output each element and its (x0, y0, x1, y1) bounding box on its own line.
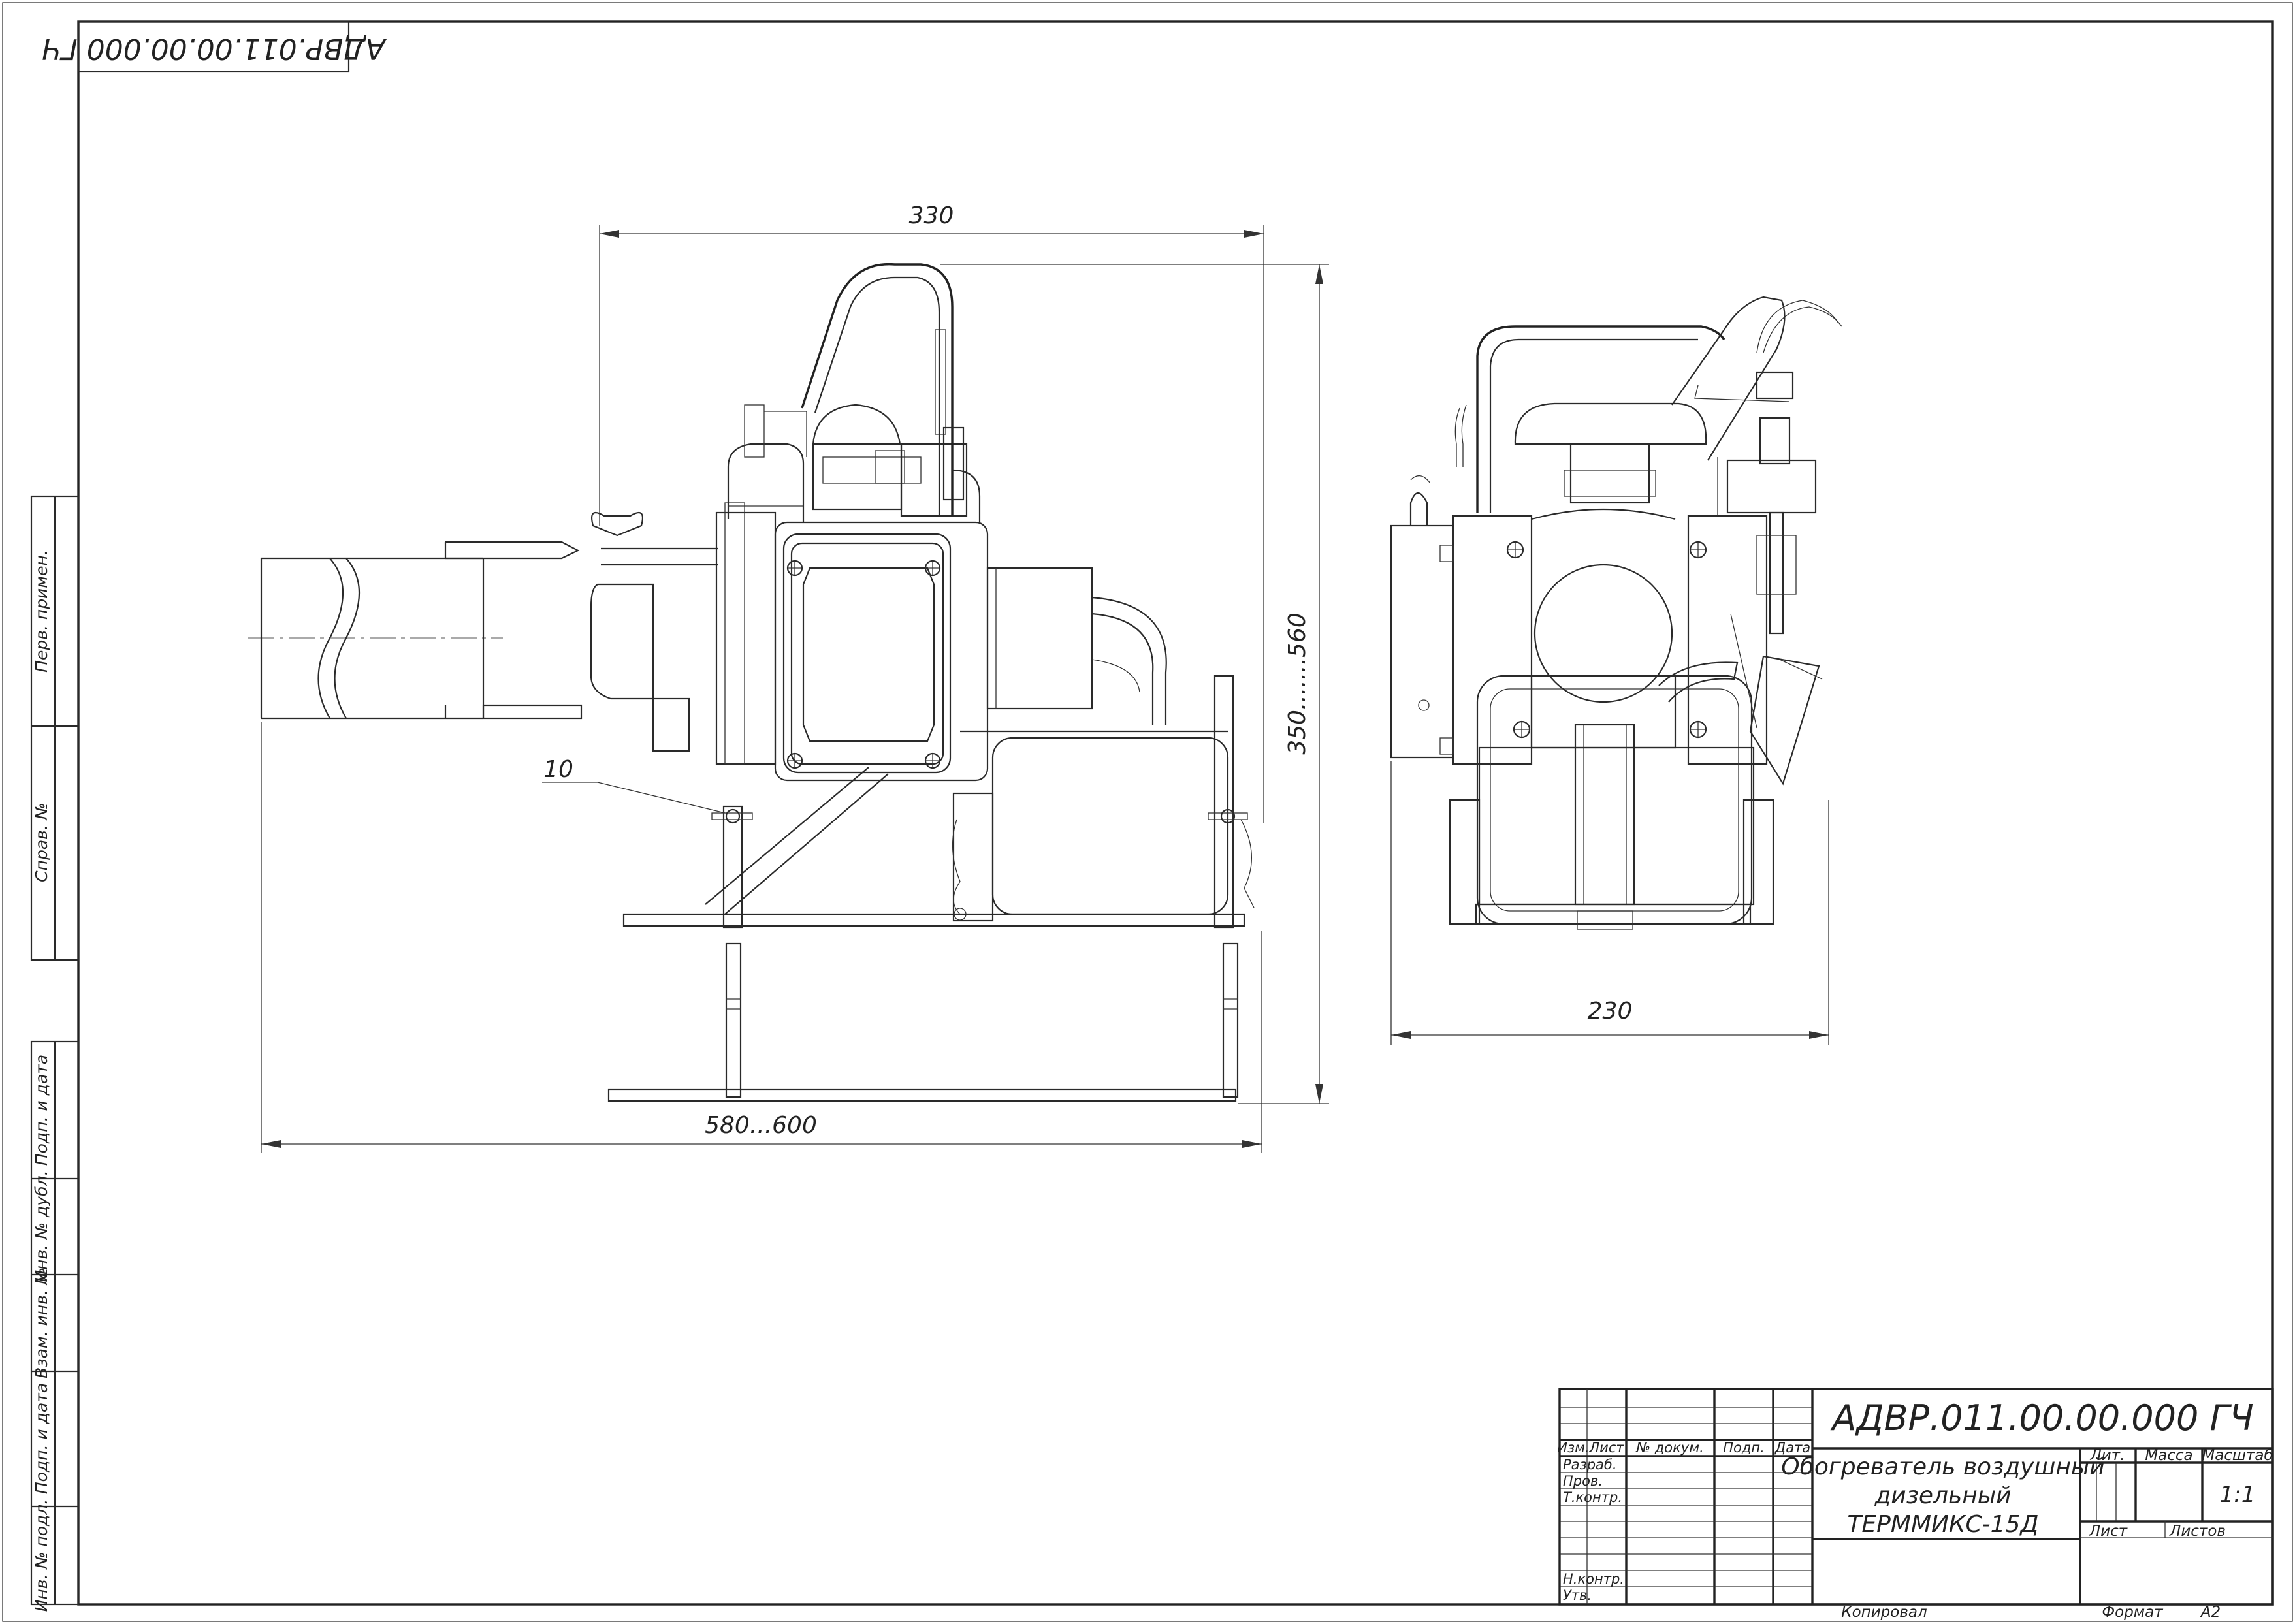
dimension-width-230: 230 (1390, 761, 1829, 1045)
dim-length-text: 580...600 (705, 1112, 817, 1139)
product-name-line-1: Обогреватель воздушный (1781, 1454, 2104, 1480)
mass-label: Масса (2145, 1447, 2192, 1464)
dimension-height: 350.......560 (940, 264, 1329, 1104)
side-view: 10 (248, 263, 1255, 1102)
strip-cell-3: Подп. и дата (32, 1055, 51, 1166)
col-header-date: Дата (1774, 1440, 1810, 1456)
col-header-doc: № докум. (1635, 1440, 1704, 1456)
role-nkontr: Н.контр. (1563, 1571, 1624, 1587)
dimension-width-330: 330 (599, 202, 1264, 823)
side-strip: Перв. примен. Справ. № Подп. и дата Инв.… (30, 495, 80, 1612)
strip-cell-1: Перв. примен. (32, 550, 51, 673)
role-prov: Пров. (1563, 1473, 1603, 1489)
dimension-length: 580...600 (261, 722, 1262, 1153)
dim-330-text: 330 (909, 202, 954, 229)
col-header-izm: Изм. (1557, 1440, 1589, 1456)
title-block: АДВР.011.00.00.000 ГЧ Обогреватель возду… (1557, 1388, 2274, 1606)
scale-value: 1:1 (2220, 1482, 2256, 1508)
product-name-line-2: дизельный (1874, 1482, 2011, 1509)
product-name-line-3: ТЕРММИКС-15Д (1847, 1511, 2038, 1538)
strip-cell-6: Подп. и дата (32, 1383, 51, 1494)
strip-cell-5: Взам. инв. № (32, 1267, 51, 1378)
strip-cell-7: Инв. № подл. (32, 1499, 51, 1612)
copied-label: Копировал (1841, 1604, 1927, 1621)
lit-label: Лит. (2090, 1447, 2125, 1464)
rotated-stamp-text: АДВР.011.00.00.000 ГЧ (42, 32, 387, 65)
rotated-stamp: АДВР.011.00.00.000 ГЧ (42, 20, 387, 73)
dim-height-text: 350.......560 (1284, 613, 1311, 755)
col-header-list: Лист (1588, 1440, 1624, 1456)
col-header-sign: Подп. (1723, 1440, 1765, 1456)
sheet-label: Лист (2089, 1523, 2128, 1540)
sheets-label: Листов (2169, 1523, 2226, 1540)
scale-label: Масштаб (2202, 1447, 2273, 1464)
front-view (1390, 296, 1842, 930)
dim-230-text: 230 (1588, 998, 1633, 1025)
air-duct (260, 541, 583, 720)
format-value: А2 (2200, 1604, 2221, 1621)
strip-cell-4: Инв. № дубл. (32, 1170, 51, 1282)
format-label: Формат (2102, 1604, 2163, 1621)
designation-text: АДВР.011.00.00.000 ГЧ (1830, 1397, 2253, 1439)
drawing-frame (77, 20, 2274, 1606)
callout-label: 10 (543, 756, 573, 783)
strip-cell-2: Справ. № (32, 803, 51, 882)
role-razrab: Разраб. (1563, 1457, 1617, 1473)
role-utv: Утв. (1563, 1587, 1592, 1603)
role-tkontr: Т.контр. (1563, 1489, 1622, 1505)
